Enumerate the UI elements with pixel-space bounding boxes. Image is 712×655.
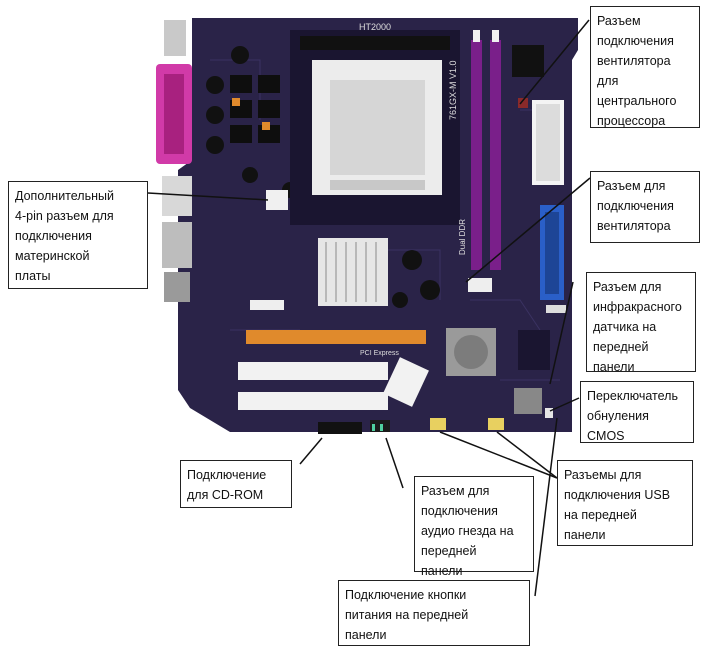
vrm-area	[206, 46, 298, 198]
ps2-port	[164, 20, 186, 56]
cpu-fan-header	[518, 98, 528, 108]
callout-sys-fan: Разъем для подключения вентилятора	[590, 171, 700, 243]
aux-power-connector	[266, 190, 288, 210]
chipset-heatsink	[318, 238, 388, 306]
system-fan-header	[468, 278, 492, 292]
lan-port	[162, 222, 192, 268]
pcie-slot	[246, 330, 426, 344]
audio-jacks	[164, 272, 190, 302]
sata-connectors	[518, 330, 550, 370]
callout-cpu-fan: Разъем подключения вентилятора для центр…	[590, 6, 700, 128]
pcie-label: PCI Express	[360, 350, 399, 357]
ir-header	[546, 305, 566, 313]
callout-ir: Разъем для инфракрасного датчика на пере…	[586, 272, 696, 374]
dimm-slot-1	[471, 40, 482, 270]
callout-cdrom: Подключение для CD-ROM	[180, 460, 292, 508]
usb-header-1	[430, 418, 446, 430]
battery	[514, 388, 542, 414]
callout-usb: Разъемы для подключения USB на передней …	[557, 460, 693, 546]
pci-slot-1	[238, 362, 388, 380]
small-pcie-slot	[250, 300, 284, 310]
callout-cmos: Переключатель обнуления CMOS	[580, 381, 694, 443]
ddr-label: Dual DDR	[458, 219, 467, 255]
ht-label: HT2000	[359, 22, 391, 32]
callout-power-button: Подключение кнопки питания на передней п…	[338, 580, 530, 646]
cdrom-header	[318, 422, 362, 434]
cpu-socket	[290, 30, 460, 225]
usb-ports	[162, 176, 192, 216]
usb-header-2	[488, 418, 504, 430]
pci-slot-2	[238, 392, 388, 410]
callout-aux-power: Дополнительный 4-pin разъем для подключе…	[8, 181, 148, 289]
bios-chip	[512, 45, 544, 77]
callout-audio: Разъем для подключения аудио гнезда на п…	[414, 476, 534, 578]
model-label: 761GX-M V1.0	[448, 60, 458, 120]
dimm-slot-2	[490, 40, 501, 270]
cmos-jumper	[545, 408, 553, 418]
